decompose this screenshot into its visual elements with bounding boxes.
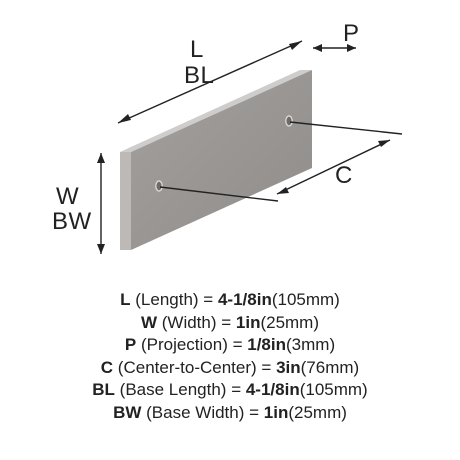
plate-face xyxy=(131,70,312,250)
dimension-spec-list: L (Length) = 4-1/8in(105mm) W (Width) = … xyxy=(0,289,460,424)
spec-abbr: P xyxy=(124,335,137,354)
spec-metric: (76mm) xyxy=(300,357,360,377)
spec-value: 1in xyxy=(263,402,289,422)
center-dimension-line xyxy=(276,139,391,195)
spec-row-base-length: BL (Base Length) = 4-1/8in(105mm) xyxy=(0,379,460,402)
spec-name: (Center-to-Center) = xyxy=(113,357,277,377)
plate-left-edge xyxy=(120,152,131,250)
spec-row-base-width: BW (Base Width) = 1in(25mm) xyxy=(0,402,460,425)
width-arrow-top-icon xyxy=(97,153,105,163)
spec-row-width: W (Width) = 1in(25mm) xyxy=(0,312,460,335)
spec-metric: (25mm) xyxy=(288,402,347,422)
length-dimension-line xyxy=(117,40,303,124)
spec-row-length: L (Length) = 4-1/8in(105mm) xyxy=(0,289,460,312)
spec-value: 4-1/8in xyxy=(217,290,272,309)
hole-leader-left xyxy=(159,186,279,202)
product-diagram: L BL P W BW C xyxy=(52,20,403,254)
spec-row-projection: P (Projection) = 1/8in(3mm) xyxy=(0,334,460,357)
plate-top-edge xyxy=(120,70,312,152)
spec-name: (Base Width) = xyxy=(141,402,264,422)
center-arrow-end-icon xyxy=(378,140,390,147)
length-arrow-start-icon xyxy=(118,114,131,123)
spec-abbr: W xyxy=(140,312,158,332)
spec-row-center: C (Center-to-Center) = 3in(76mm) xyxy=(0,357,460,380)
spec-abbr: BW xyxy=(113,402,142,422)
spec-metric: (105mm) xyxy=(299,380,368,399)
spec-metric: (25mm) xyxy=(260,312,320,332)
spec-metric: (3mm) xyxy=(286,335,336,354)
spec-name: (Projection) = xyxy=(136,335,248,354)
spec-abbr: BL xyxy=(92,380,115,399)
spec-value: 4-1/8in xyxy=(245,380,300,399)
width-label: W xyxy=(56,183,80,210)
length-label: L xyxy=(190,36,204,63)
projection-label: P xyxy=(343,20,360,47)
base-length-label: BL xyxy=(184,62,215,89)
spec-name: (Width) = xyxy=(157,312,236,332)
projection-arrow-right-icon xyxy=(347,44,356,52)
center-label: C xyxy=(335,162,353,189)
spec-name: (Length) = xyxy=(130,290,218,309)
spec-abbr: L xyxy=(120,290,131,309)
spec-metric: (105mm) xyxy=(271,290,340,309)
base-width-label: BW xyxy=(52,208,92,235)
hole-leader-right xyxy=(289,121,403,135)
length-arrow-end-icon xyxy=(289,41,302,50)
projection-arrow-icon xyxy=(313,44,322,52)
pull-plate-drawing xyxy=(97,40,403,254)
width-arrow-bottom-icon xyxy=(97,244,105,254)
spec-value: 1/8in xyxy=(247,335,286,354)
spec-value: 1in xyxy=(235,312,261,332)
center-arrow-start-icon xyxy=(277,187,289,194)
spec-value: 3in xyxy=(276,357,301,377)
hole-left-icon xyxy=(155,180,163,192)
spec-name: (Base Length) = xyxy=(114,380,246,399)
spec-abbr: C xyxy=(100,357,114,377)
hole-right-icon xyxy=(285,115,293,127)
